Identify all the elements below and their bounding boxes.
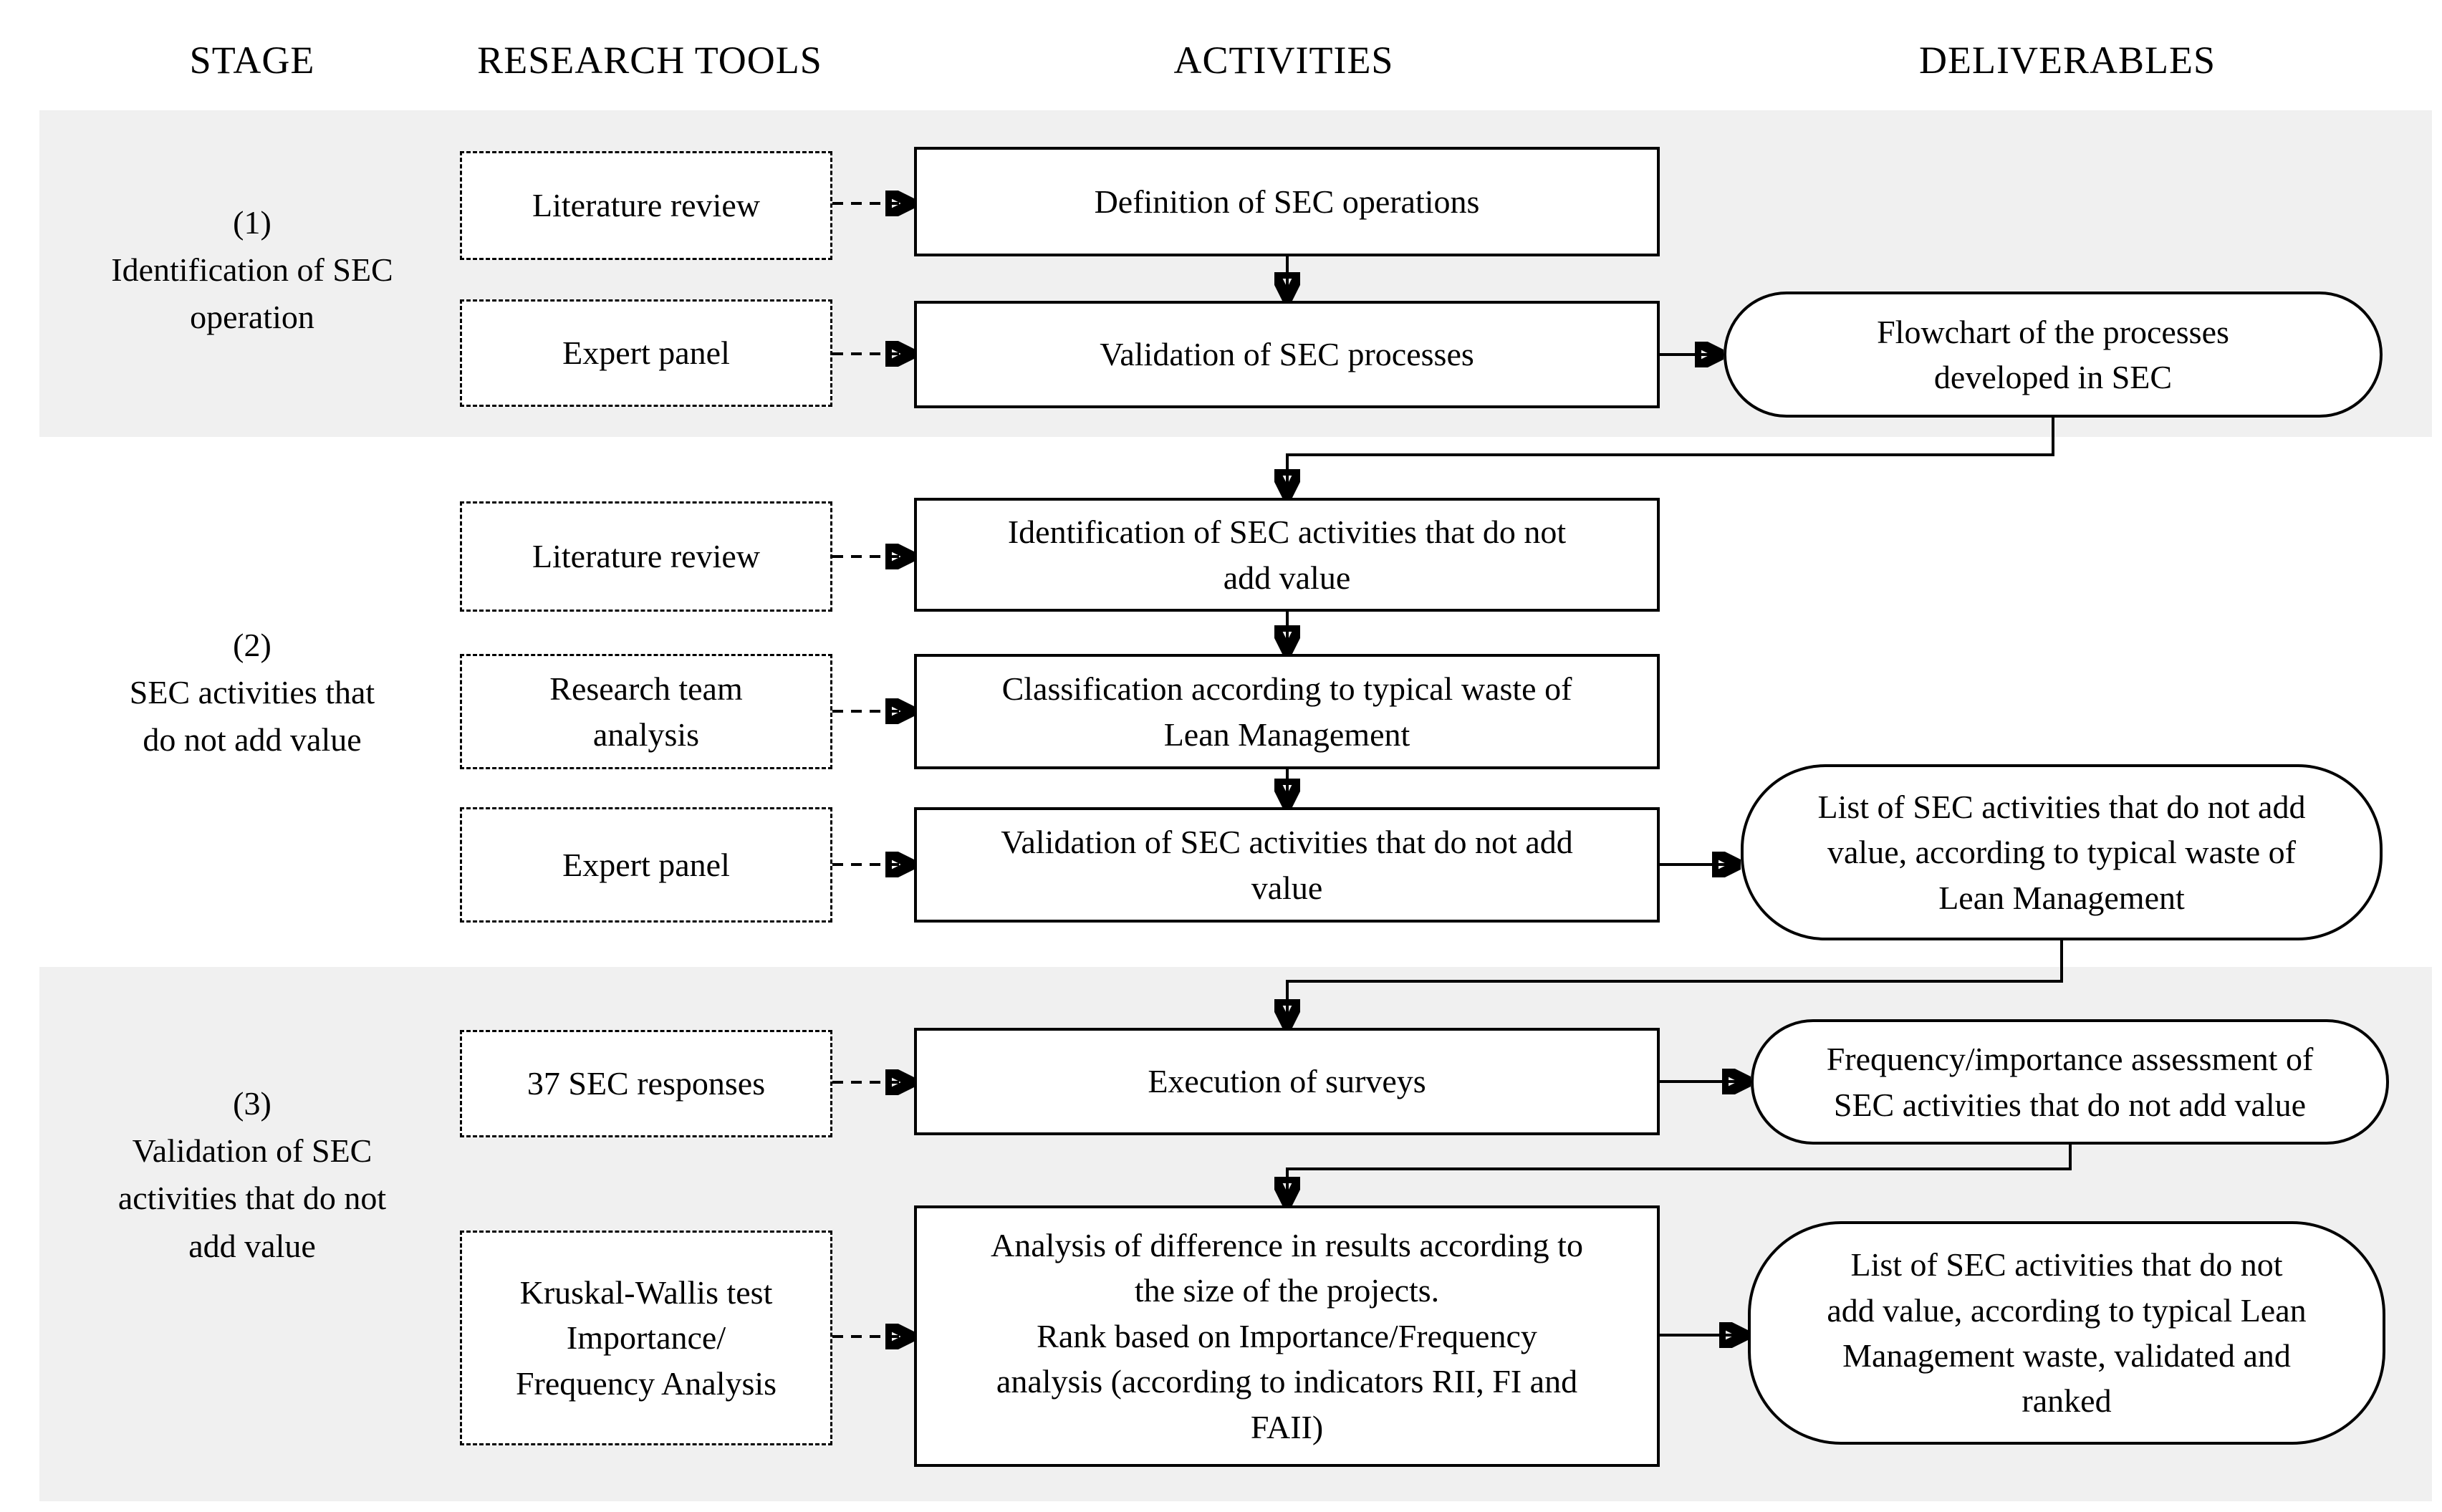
activity-box-identification-nva: Identification of SEC activities that do…	[914, 498, 1660, 612]
column-header-activities: ACTIVITIES	[1173, 39, 1394, 82]
activity-box-definition-sec-operations: Definition of SEC operations	[914, 147, 1660, 256]
column-header-research-tools: RESEARCH TOOLS	[477, 39, 822, 82]
tool-box-37-sec-responses: 37 SEC responses	[460, 1030, 832, 1137]
activity-box-execution-surveys: Execution of surveys	[914, 1028, 1660, 1135]
deliverable-list-nva-lean-waste: List of SEC activities that do not add v…	[1741, 764, 2383, 940]
column-header-deliverables: DELIVERABLES	[1919, 39, 2216, 82]
activity-box-validation-sec-processes: Validation of SEC processes	[914, 301, 1660, 408]
deliverable-flowchart-sec-processes: Flowchart of the processes developed in …	[1724, 292, 2383, 418]
stage-3-label: (3) Validation of SEC activities that do…	[117, 1085, 387, 1264]
tool-box-literature-review-stage1: Literature review	[460, 151, 832, 260]
tool-box-literature-review-stage2: Literature review	[460, 501, 832, 612]
stage-2-label: (2) SEC activities that do not add value	[129, 627, 375, 759]
deliverable-list-nva-validated-ranked: List of SEC activities that do not add v…	[1748, 1221, 2385, 1445]
tool-box-expert-panel-stage2: Expert panel	[460, 807, 832, 923]
tool-box-kruskal-wallis: Kruskal-Wallis test Importance/ Frequenc…	[460, 1231, 832, 1445]
tool-box-research-team-analysis: Research team analysis	[460, 654, 832, 769]
stage-1-label: (1) Identification of SEC operation	[111, 204, 393, 336]
activity-box-analysis-ranking: Analysis of difference in results accord…	[914, 1205, 1660, 1467]
activity-box-classification-lean-waste: Classification according to typical wast…	[914, 654, 1660, 769]
column-header-stage: STAGE	[189, 39, 315, 82]
tool-box-expert-panel-stage1: Expert panel	[460, 299, 832, 407]
deliverable-frequency-importance-assessment: Frequency/importance assessment of SEC a…	[1751, 1019, 2389, 1145]
activity-box-validation-nva: Validation of SEC activities that do not…	[914, 807, 1660, 923]
